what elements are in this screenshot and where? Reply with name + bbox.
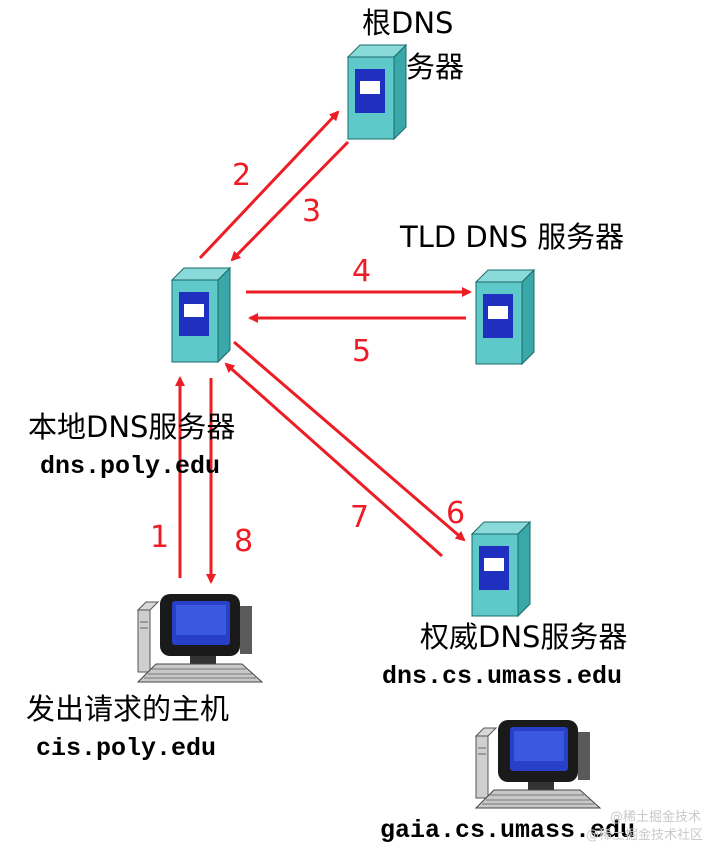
arrow-step-6 (233, 340, 466, 542)
tld-dns-server-icon (475, 269, 535, 365)
step-label-4: 4 (352, 254, 372, 289)
arrow-step-2 (198, 110, 340, 260)
step-label-8: 8 (234, 524, 254, 559)
requesting-host-label: 发出请求的主机 (26, 692, 230, 726)
authoritative-dns-label: 权威DNS服务器 (420, 620, 628, 654)
local-dns-server-icon (171, 267, 231, 363)
arrow-step-7 (224, 362, 443, 558)
arrow-step-3 (230, 140, 350, 262)
root-dns-label-line1: 根DNS (362, 6, 454, 40)
step-label-7: 7 (350, 500, 370, 535)
step-label-3: 3 (302, 194, 322, 229)
root-dns-server-icon (347, 44, 407, 140)
step-label-5: 5 (352, 334, 372, 369)
authoritative-dns-server-icon (471, 521, 531, 617)
requesting-host-computer-icon (137, 593, 263, 683)
root-dns-label-line2: 务器 (406, 50, 465, 84)
requesting-host-hostname: cis.poly.edu (36, 734, 217, 763)
target-host-hostname: gaia.cs.umass.edu (380, 816, 636, 845)
local-dns-label: 本地DNS服务器 (28, 410, 236, 444)
step-label-6: 6 (446, 496, 466, 531)
watermark-line1: @稀土掘金技术 (610, 810, 702, 825)
local-dns-hostname: dns.poly.edu (40, 452, 221, 481)
step-label-2: 2 (232, 158, 252, 193)
tld-dns-label: TLD DNS 服务器 (400, 220, 625, 254)
step-label-1: 1 (150, 520, 170, 555)
target-host-computer-icon (475, 719, 601, 809)
authoritative-dns-hostname: dns.cs.umass.edu (382, 662, 623, 691)
watermark-line2: @稀土掘金技术社区 (586, 828, 704, 843)
